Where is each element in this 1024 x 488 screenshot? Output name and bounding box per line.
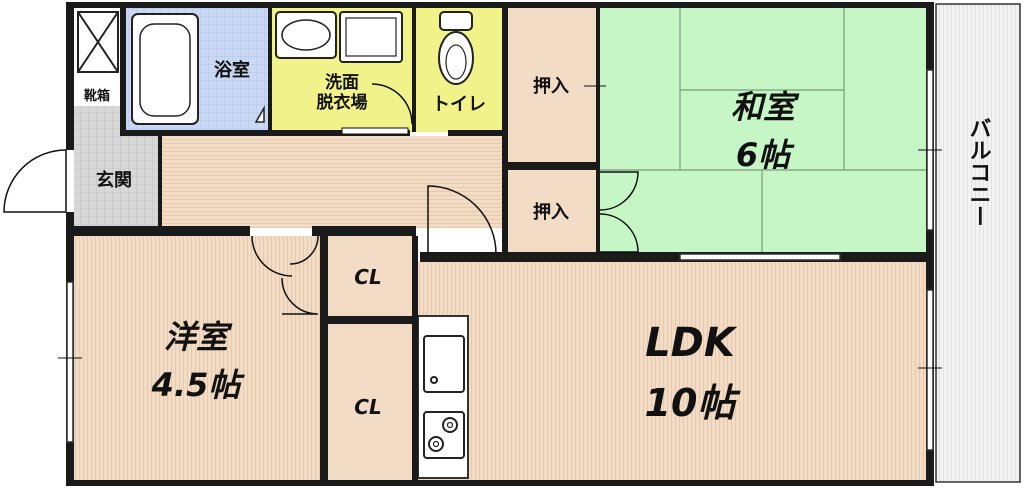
tatami-seams: [600, 8, 926, 254]
balcony-label: バルコニー: [966, 117, 991, 227]
toilet-label: トイレ: [432, 94, 486, 115]
washitsu-floor: [600, 8, 926, 254]
genkan-label: 玄関: [96, 169, 132, 191]
hall-floor: [162, 136, 502, 228]
pipe-space-cross: [77, 11, 119, 73]
ldk-name: LDK: [645, 320, 738, 366]
closet-mid-floor: [508, 170, 596, 252]
fixtures: [77, 11, 474, 459]
youshitsu-floor: [74, 236, 320, 480]
shoe-box: [70, 78, 120, 106]
room-labels: 浴室 洗面 脱衣場 トイレ 押入 押入 和室 6帖 玄関 靴箱 CL CL 洋室…: [84, 59, 991, 425]
ldk-floor: [416, 262, 928, 480]
stove-icon: [423, 411, 465, 459]
floors: [70, 3, 1021, 483]
closet-top-label: 押入: [533, 75, 569, 97]
youshitsu-size: 4.5帖: [151, 366, 246, 404]
closet-top-floor: [508, 8, 596, 162]
cl-top-floor: [328, 236, 412, 316]
youshitsu-name: 洋室: [164, 318, 233, 356]
washitsu-size: 6帖: [736, 136, 795, 174]
cl-top-label: CL: [354, 265, 381, 289]
doors: [0, 83, 639, 315]
closet-mid-label: 押入: [533, 201, 569, 223]
cl-bottom-floor: [328, 324, 412, 480]
cl-bottom-label: CL: [354, 395, 381, 419]
shoe-box-label: 靴箱: [84, 88, 110, 104]
sink-icon: [423, 335, 465, 393]
window-ticks: [58, 85, 942, 369]
ldk-size: 10帖: [645, 381, 742, 425]
balcony-floor: [935, 3, 1021, 483]
washroom-label-1: 洗面: [325, 72, 359, 93]
toilet-icon: [438, 11, 474, 85]
bath-label: 浴室: [214, 59, 250, 81]
washitsu-name: 和室: [731, 88, 800, 126]
washroom-label-2: 脱衣場: [317, 92, 368, 113]
